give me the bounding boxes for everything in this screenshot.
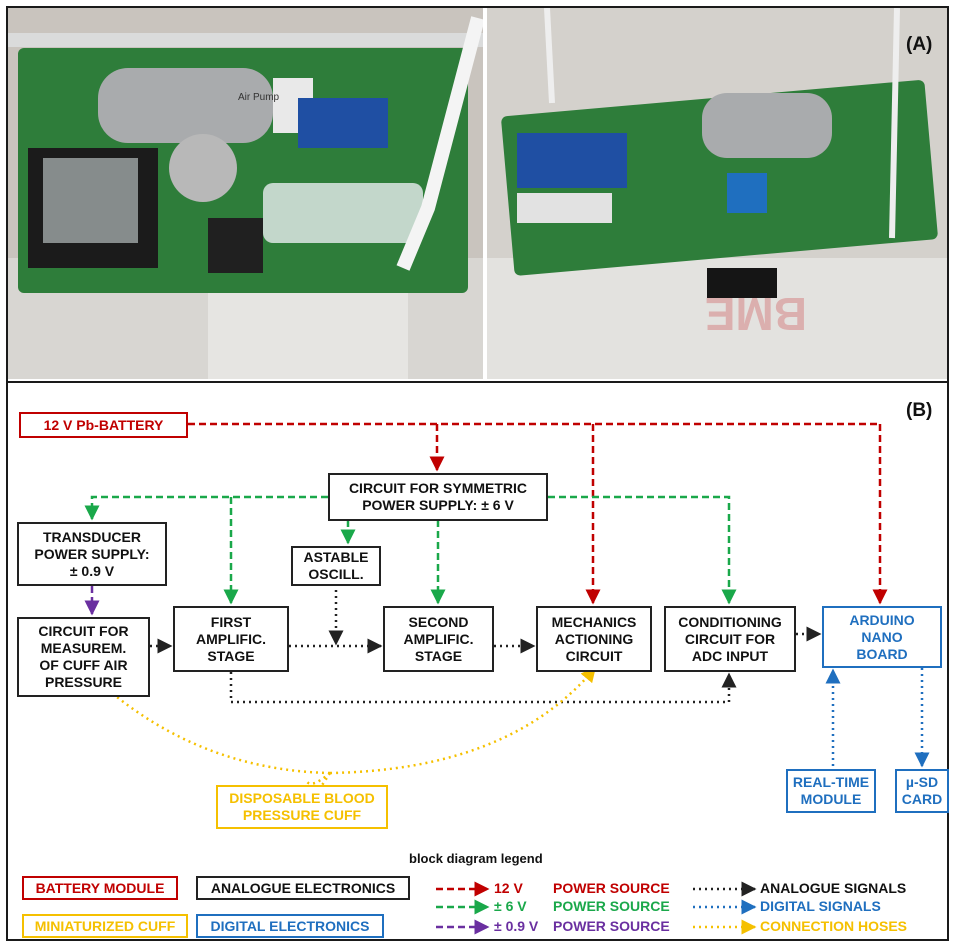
legend-analogue-electronics: ANALOGUE ELECTRONICS (196, 876, 410, 900)
sig-first-to-cond-bus (231, 672, 729, 702)
legend-09v: ± 0.9 V (494, 918, 538, 934)
green-right-bus (548, 497, 729, 603)
legend-digital-signals: DIGITAL SIGNALS (760, 898, 881, 914)
block-microsd-card: µ-SD CARD (895, 769, 949, 813)
legend-battery-module: BATTERY MODULE (22, 876, 178, 900)
legend-power-source-6v: POWER SOURCE (553, 898, 670, 914)
block-first-amplification: FIRST AMPLIFIC. STAGE (173, 606, 289, 672)
green-left-bus (92, 497, 328, 519)
legend-miniaturized-cuff: MINIATURIZED CUFF (22, 914, 188, 938)
block-conditioning-circuit: CONDITIONING CIRCUIT FOR ADC INPUT (664, 606, 796, 672)
block-second-amplification: SECOND AMPLIFIC. STAGE (383, 606, 494, 672)
block-symmetric-supply: CIRCUIT FOR SYMMETRIC POWER SUPPLY: ± 6 … (328, 473, 548, 521)
block-astable-oscillator: ASTABLE OSCILL. (291, 546, 381, 586)
block-blood-pressure-cuff: DISPOSABLE BLOOD PRESSURE CUFF (216, 785, 388, 829)
block-battery: 12 V Pb-BATTERY (19, 412, 188, 438)
legend-6v: ± 6 V (494, 898, 527, 914)
block-mechanics-actioning: MECHANICS ACTIONING CIRCUIT (536, 606, 652, 672)
legend-power-source-12v: POWER SOURCE (553, 880, 670, 896)
block-arduino-nano: ARDUINO NANO BOARD (822, 606, 942, 668)
legend-connection-hoses: CONNECTION HOSES (760, 918, 907, 934)
legend-title: block diagram legend (409, 851, 543, 866)
block-transducer-supply: TRANSDUCER POWER SUPPLY: ± 0.9 V (17, 522, 167, 586)
block-measurement-circuit: CIRCUIT FOR MEASUREM. OF CUFF AIR PRESSU… (17, 617, 150, 697)
legend-12v: 12 V (494, 880, 523, 896)
block-realtime-module: REAL-TIME MODULE (786, 769, 876, 813)
legend-analogue-signals: ANALOGUE SIGNALS (760, 880, 906, 896)
hose-to-mechanics (330, 668, 595, 773)
legend-digital-electronics: DIGITAL ELECTRONICS (196, 914, 384, 938)
legend-power-source-09v: POWER SOURCE (553, 918, 670, 934)
